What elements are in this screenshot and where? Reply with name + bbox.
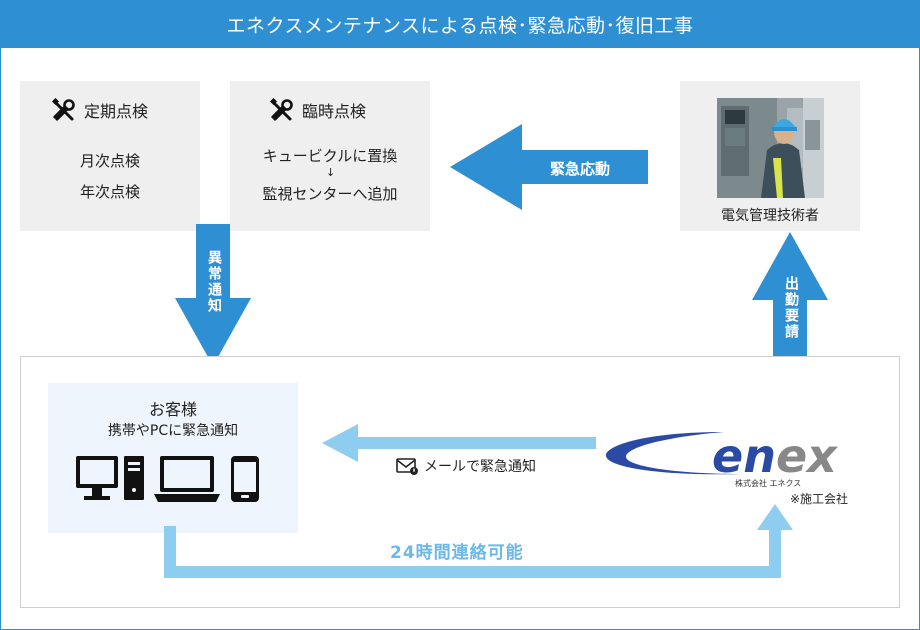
wrench-screwdriver-icon — [52, 98, 75, 121]
company-logo: enex — [605, 429, 838, 482]
mail-arrow — [322, 424, 596, 462]
contractor-note: ※施工会社 — [790, 492, 849, 506]
temporary-line-2: 監視センターへ追加 — [262, 185, 398, 203]
availability-label: 24時間連絡可能 — [390, 543, 524, 563]
dispatch-arrow — [752, 232, 828, 372]
engineer-caption: 電気管理技術者 — [721, 208, 819, 224]
abnormal-arrow-label: 異常通知 — [206, 250, 222, 314]
laptop-icon — [154, 456, 220, 502]
customer-subtitle: 携帯やPCに緊急通知 — [107, 423, 239, 439]
customer-title: お客様 — [148, 400, 197, 419]
monthly-inspection: 月次点検 — [79, 152, 140, 170]
wrench-screwdriver-icon — [270, 98, 293, 121]
engineer-photo — [717, 98, 824, 198]
emergency-arrow — [450, 124, 648, 210]
abnormal-arrow — [175, 224, 251, 366]
desktop-icon — [76, 456, 144, 500]
temporary-inspection-panel — [230, 81, 430, 231]
smartphone-icon — [231, 456, 259, 502]
mail-notice: メールで緊急通知 — [396, 456, 536, 476]
temporary-line-1: キュービクルに置換 — [262, 147, 398, 165]
regular-inspection-panel — [20, 81, 200, 231]
regular-inspection-label: 定期点検 — [84, 102, 149, 121]
availability-arrow — [164, 504, 793, 578]
temporary-inspection-label: 臨時点検 — [302, 102, 367, 121]
logo-text: enex — [712, 429, 838, 482]
dispatch-arrow-label: 出勤要請 — [783, 276, 799, 340]
page-title: エネクスメンテナンスによる点検･緊急応動･復旧工事 — [0, 0, 920, 48]
annual-inspection: 年次点検 — [79, 183, 140, 201]
down-arrow-glyph: ↓ — [326, 166, 336, 179]
company-name-small: 株式会社 エネクス — [735, 479, 802, 488]
temporary-inspection-title: 臨時点検 — [270, 98, 366, 122]
mail-notice-label: メールで緊急通知 — [424, 459, 536, 475]
envelope-icon — [396, 458, 418, 475]
emergency-arrow-label: 緊急応動 — [550, 160, 611, 178]
regular-inspection-title: 定期点検 — [52, 98, 148, 122]
